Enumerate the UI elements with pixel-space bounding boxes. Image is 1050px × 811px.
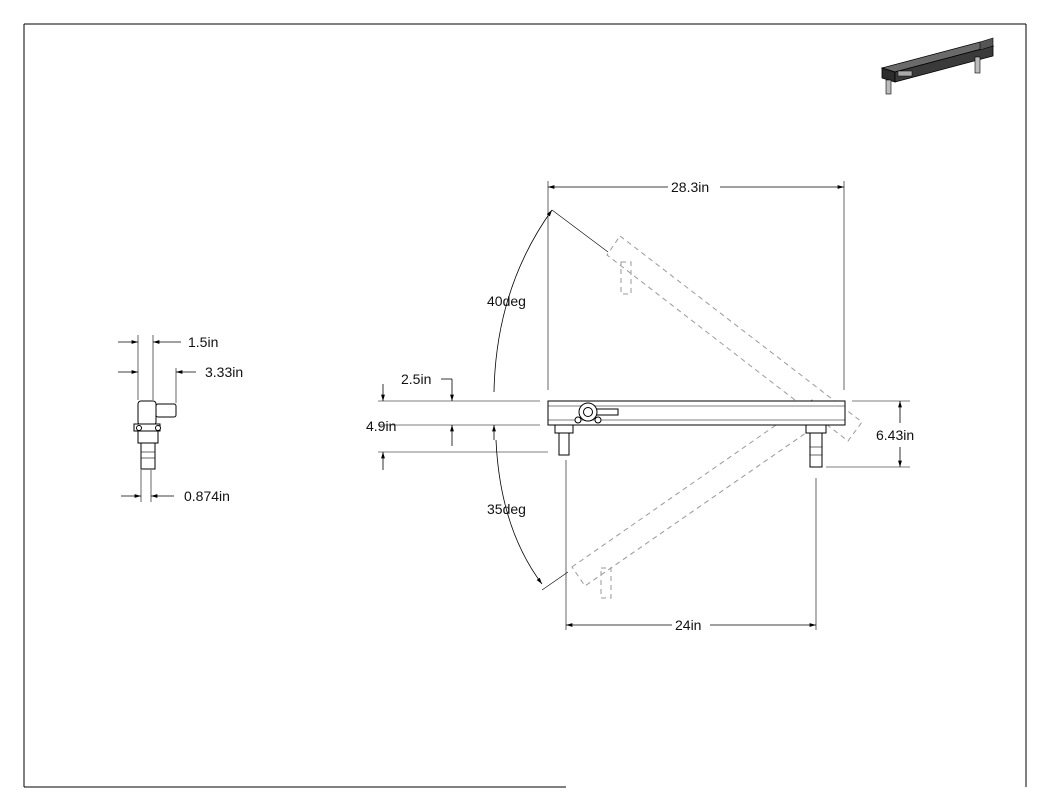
ghost-rotated-down — [571, 399, 827, 599]
dim-main-lower-offset: 4.9in — [366, 418, 396, 434]
dim-angle-down: 35deg — [487, 501, 526, 517]
isometric-thumbnail — [880, 37, 995, 95]
dim-main-upper-offset: 2.5in — [401, 371, 431, 387]
dim-main-right-height: 6.43in — [876, 427, 914, 443]
side-view-dimensions — [118, 335, 196, 502]
dim-main-bottom-width: 24in — [675, 617, 701, 633]
drawing-frame — [23, 23, 1027, 788]
dim-left-top-width: 1.5in — [188, 334, 218, 350]
side-view-part — [133, 400, 177, 470]
front-view-dimensions — [378, 181, 910, 630]
dim-left-bottom-width: 0.874in — [184, 488, 230, 504]
ghost-rotated-up — [606, 235, 863, 442]
dim-main-top-width: 28.3in — [671, 179, 709, 195]
main-beam — [547, 400, 846, 468]
dim-left-overall-width: 3.33in — [205, 364, 243, 380]
dim-angle-up: 40deg — [487, 293, 526, 309]
